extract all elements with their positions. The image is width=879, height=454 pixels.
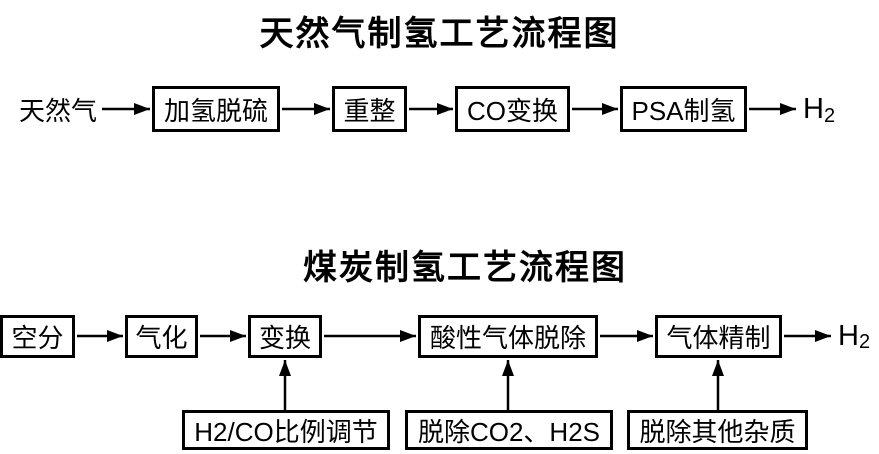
diagram2-title: 煤炭制氢工艺流程图 [303,249,627,287]
hydrogen-symbol: H [803,92,824,125]
box-h2-co-ratio-adjustment: H2/CO比例调节 [182,410,390,450]
box-gas-purification: 气体精制 [655,315,782,358]
box-reforming: 重整 [332,86,407,132]
box-psa-hydrogen: PSA制氢 [620,86,747,132]
box-acid-gas-removal: 酸性气体脱除 [418,315,598,358]
box-co2-h2s-removal: 脱除CO2、H2S [405,410,613,450]
box-air-separation: 空分 [0,315,75,358]
box-gasification: 气化 [125,315,198,358]
diagram1-title: 天然气制氢工艺流程图 [259,15,620,53]
hydrogen-subscript: 2 [823,105,836,127]
natural-gas-source-label: 天然气 [18,95,97,126]
box-hydrodesulfurization: 加氢脱硫 [152,86,280,132]
box-shift: 变换 [248,315,322,358]
hydrogen-symbol: H [838,320,859,352]
box-co-shift: CO变换 [455,86,570,132]
box-other-impurity-removal: 脱除其他杂质 [627,410,808,450]
hydrogen-subscript: 2 [858,331,871,353]
